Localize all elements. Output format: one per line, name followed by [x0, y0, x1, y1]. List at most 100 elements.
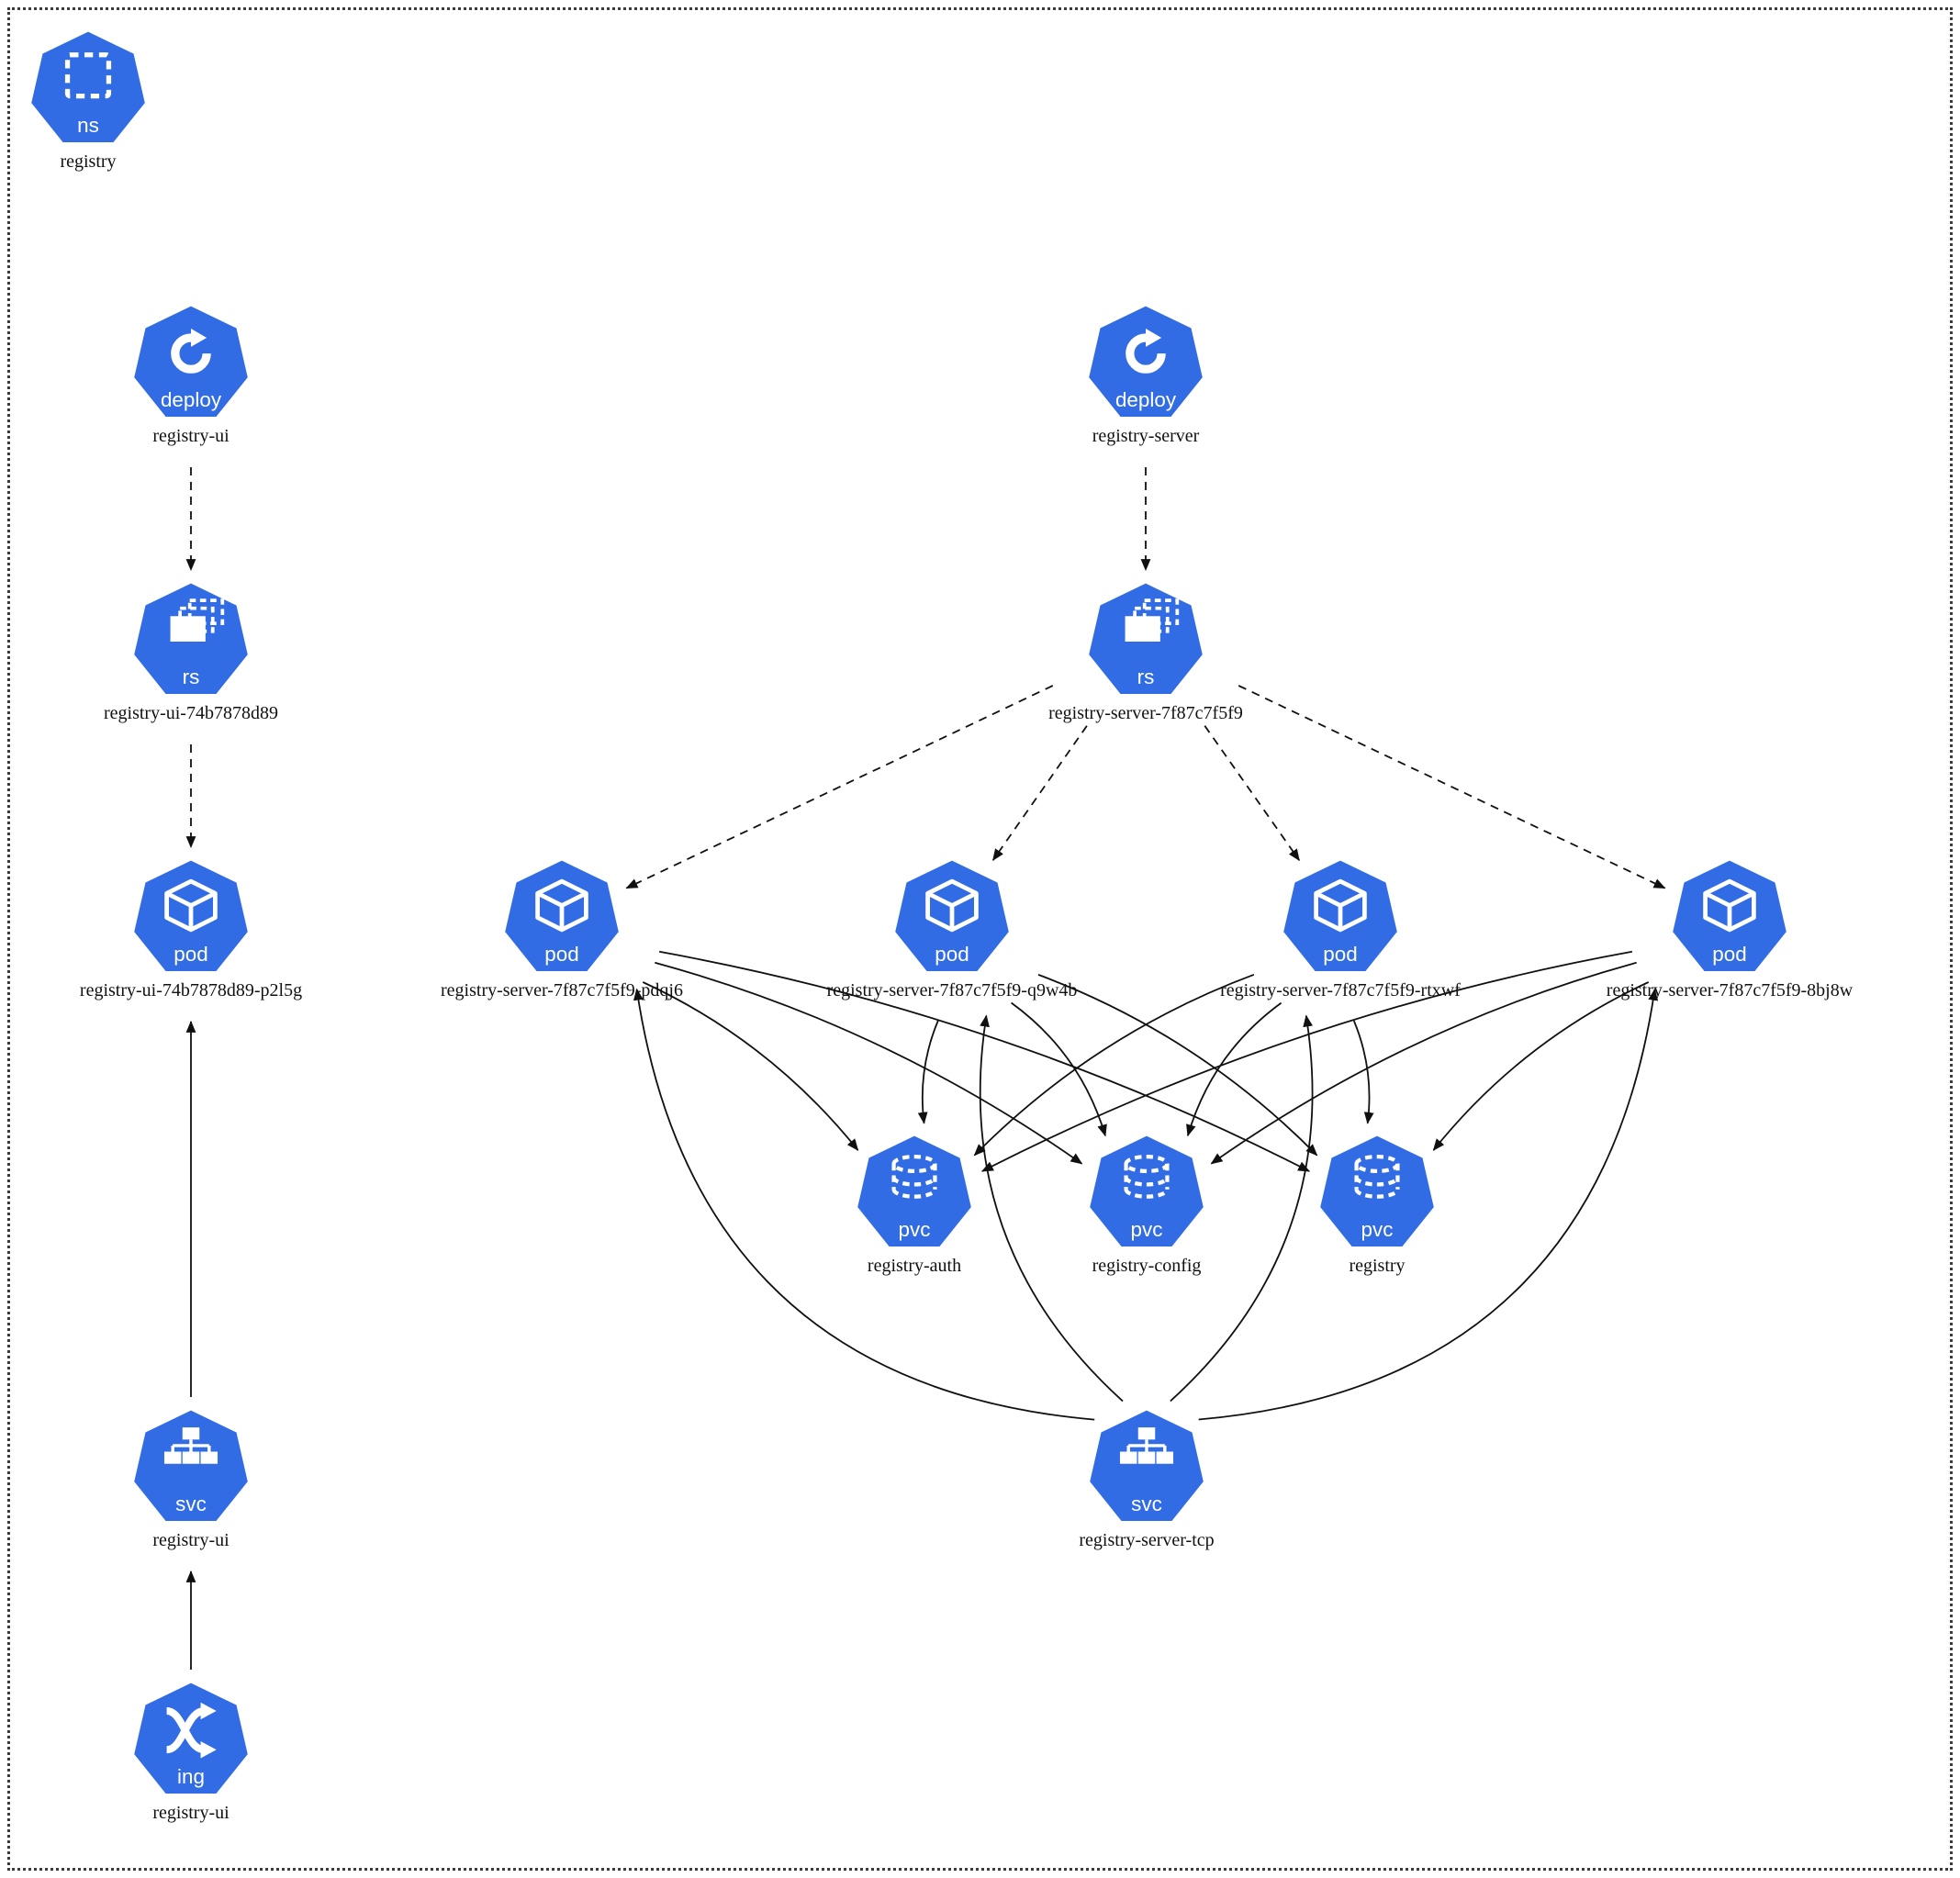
- deploy-icon: deploy: [1089, 306, 1203, 418]
- edge-pod-server-q9w4b-to-pvc-registry: [1037, 974, 1318, 1157]
- pod-glyph: [535, 878, 588, 933]
- rs-icon: rs: [134, 583, 248, 695]
- edge-svc-registry-server-tcp-to-pod-server-q9w4b: [979, 1014, 1124, 1403]
- node-svc-registry-server-tcp: svc registry-server-tcp: [991, 1408, 1303, 1551]
- pod-icon: pod: [1673, 860, 1786, 972]
- node-label: registry-server-7f87c7f5f9-8bj8w: [1606, 980, 1854, 1000]
- pvc-icon: pvc: [1320, 1135, 1434, 1247]
- node-label: registry-server-7f87c7f5f9: [1048, 703, 1243, 723]
- ing-icon: ing: [134, 1682, 248, 1794]
- rs-icon: rs: [1089, 583, 1203, 695]
- heptagon-shape: [857, 1135, 971, 1247]
- replicaset-glyph: [1125, 598, 1180, 642]
- pvc-glyph: [891, 1154, 937, 1199]
- pod-icon: pod: [1283, 860, 1397, 972]
- node-label: registry-config: [1092, 1256, 1202, 1276]
- edge-pod-server-8bj8w-to-pvc-registry-config: [1210, 961, 1637, 1165]
- node-label: registry-ui-74b7878d89-p2l5g: [79, 980, 303, 1000]
- kind-label: ns: [77, 114, 99, 137]
- kind-label: pod: [544, 943, 578, 966]
- node-label: registry-auth: [867, 1256, 962, 1276]
- edge-group: [185, 466, 1666, 1671]
- kind-label: pod: [1323, 943, 1357, 966]
- node-pod-server-8bj8w: pod registry-server-7f87c7f5f9-8bj8w: [1574, 858, 1886, 1001]
- service-glyph: [163, 1427, 218, 1464]
- kind-label: pvc: [899, 1218, 931, 1241]
- svc-icon: svc: [1090, 1410, 1204, 1522]
- kind-label: pod: [935, 943, 969, 966]
- node-label: registry: [60, 151, 117, 172]
- kind-label: rs: [1137, 665, 1155, 688]
- heptagon-shape: [1320, 1135, 1434, 1247]
- edge-rs-registry-server-to-pod-server-pdqj6: [625, 685, 1054, 889]
- edge-svc-registry-server-tcp-to-pod-server-pdqj6: [633, 988, 1095, 1421]
- heptagon-shape: [1090, 1410, 1204, 1522]
- edge-pod-server-rtxwf-to-pvc-registry-auth: [973, 973, 1255, 1157]
- node-label: registry-server-tcp: [1079, 1530, 1215, 1550]
- deploy-glyph: [1126, 329, 1166, 374]
- kind-label: pod: [174, 943, 207, 966]
- node-label: registry-server-7f87c7f5f9-rtxwf: [1220, 980, 1461, 1000]
- node-label: registry-server-7f87c7f5f9-pdqj6: [441, 980, 683, 1000]
- namespace-glyph: [64, 52, 112, 99]
- pod-glyph: [1703, 878, 1756, 933]
- node-pod-server-pdqj6: pod registry-server-7f87c7f5f9-pdqj6: [406, 858, 718, 1001]
- node-pvc-registry-config: pvc registry-config: [991, 1134, 1303, 1277]
- edge-rs-registry-server-to-pod-server-q9w4b: [991, 725, 1088, 861]
- node-label: registry: [1349, 1256, 1406, 1276]
- edge-pod-server-rtxwf-to-pvc-registry-config: [1186, 1001, 1282, 1137]
- node-label: registry-ui-74b7878d89: [104, 703, 278, 723]
- node-label: registry-server-7f87c7f5f9-q9w4b: [826, 980, 1078, 1000]
- pod-glyph: [1314, 878, 1367, 933]
- node-ns-registry: ns registry: [0, 29, 244, 173]
- edge-pod-server-pdqj6-to-pvc-registry-auth: [642, 981, 859, 1151]
- node-ing-registry-ui: ing registry-ui: [35, 1681, 347, 1824]
- edge-pod-server-rtxwf-to-pvc-registry: [1352, 1020, 1374, 1124]
- node-label: registry-ui: [152, 1530, 230, 1550]
- edge-rs-registry-server-to-pod-server-rtxwf: [1204, 725, 1300, 862]
- pvc-icon: pvc: [857, 1135, 971, 1247]
- edge-svc-registry-server-tcp-to-pod-server-rtxwf: [1170, 1014, 1314, 1403]
- edge-pod-server-pdqj6-to-pvc-registry: [658, 950, 1311, 1172]
- node-svc-registry-ui: svc registry-ui: [35, 1408, 347, 1551]
- kind-label: svc: [175, 1492, 207, 1515]
- edge-pod-server-8bj8w-to-pvc-registry-auth: [980, 950, 1633, 1172]
- edge-svc-registry-server-tcp-to-pod-server-8bj8w: [1198, 988, 1659, 1421]
- node-pod-registry-ui: pod registry-ui-74b7878d89-p2l5g: [35, 858, 347, 1001]
- node-label: registry-ui: [152, 426, 230, 446]
- edge-rs-registry-server-to-pod-server-8bj8w: [1238, 685, 1666, 889]
- pod-icon: pod: [505, 860, 619, 972]
- edge-pod-server-q9w4b-to-pvc-registry-config: [1011, 1001, 1107, 1137]
- kind-label: rs: [183, 665, 200, 688]
- node-label: registry-ui: [152, 1803, 230, 1823]
- edge-pod-server-q9w4b-to-pvc-registry-auth: [917, 1020, 939, 1124]
- kind-label: pvc: [1131, 1218, 1163, 1241]
- deploy-icon: deploy: [134, 306, 248, 418]
- kind-label: pvc: [1361, 1218, 1394, 1241]
- heptagon-shape: [1090, 1135, 1204, 1247]
- ingress-glyph: [165, 1702, 217, 1759]
- pod-icon: pod: [895, 860, 1009, 972]
- deploy-glyph: [171, 329, 211, 374]
- kind-label: pod: [1712, 943, 1746, 966]
- edge-pod-server-pdqj6-to-pvc-registry-config: [655, 961, 1083, 1165]
- heptagon-shape: [1089, 306, 1203, 418]
- node-deploy-registry-ui: deploy registry-ui: [35, 304, 347, 447]
- heptagon-shape: [134, 1410, 248, 1522]
- pvc-glyph: [1124, 1154, 1170, 1199]
- heptagon-shape: [134, 306, 248, 418]
- kind-label: deploy: [161, 388, 222, 411]
- kind-label: svc: [1131, 1492, 1162, 1515]
- node-pod-server-q9w4b: pod registry-server-7f87c7f5f9-q9w4b: [796, 858, 1108, 1001]
- ns-icon: ns: [31, 31, 145, 143]
- kind-label: ing: [177, 1765, 205, 1788]
- pod-icon: pod: [134, 860, 248, 972]
- pvc-icon: pvc: [1090, 1135, 1204, 1247]
- pod-glyph: [164, 878, 218, 933]
- pod-glyph: [925, 878, 979, 933]
- svc-icon: svc: [134, 1410, 248, 1522]
- node-pod-server-rtxwf: pod registry-server-7f87c7f5f9-rtxwf: [1184, 858, 1496, 1001]
- node-pvc-registry: pvc registry: [1221, 1134, 1533, 1277]
- node-rs-registry-server: rs registry-server-7f87c7f5f9: [990, 581, 1302, 724]
